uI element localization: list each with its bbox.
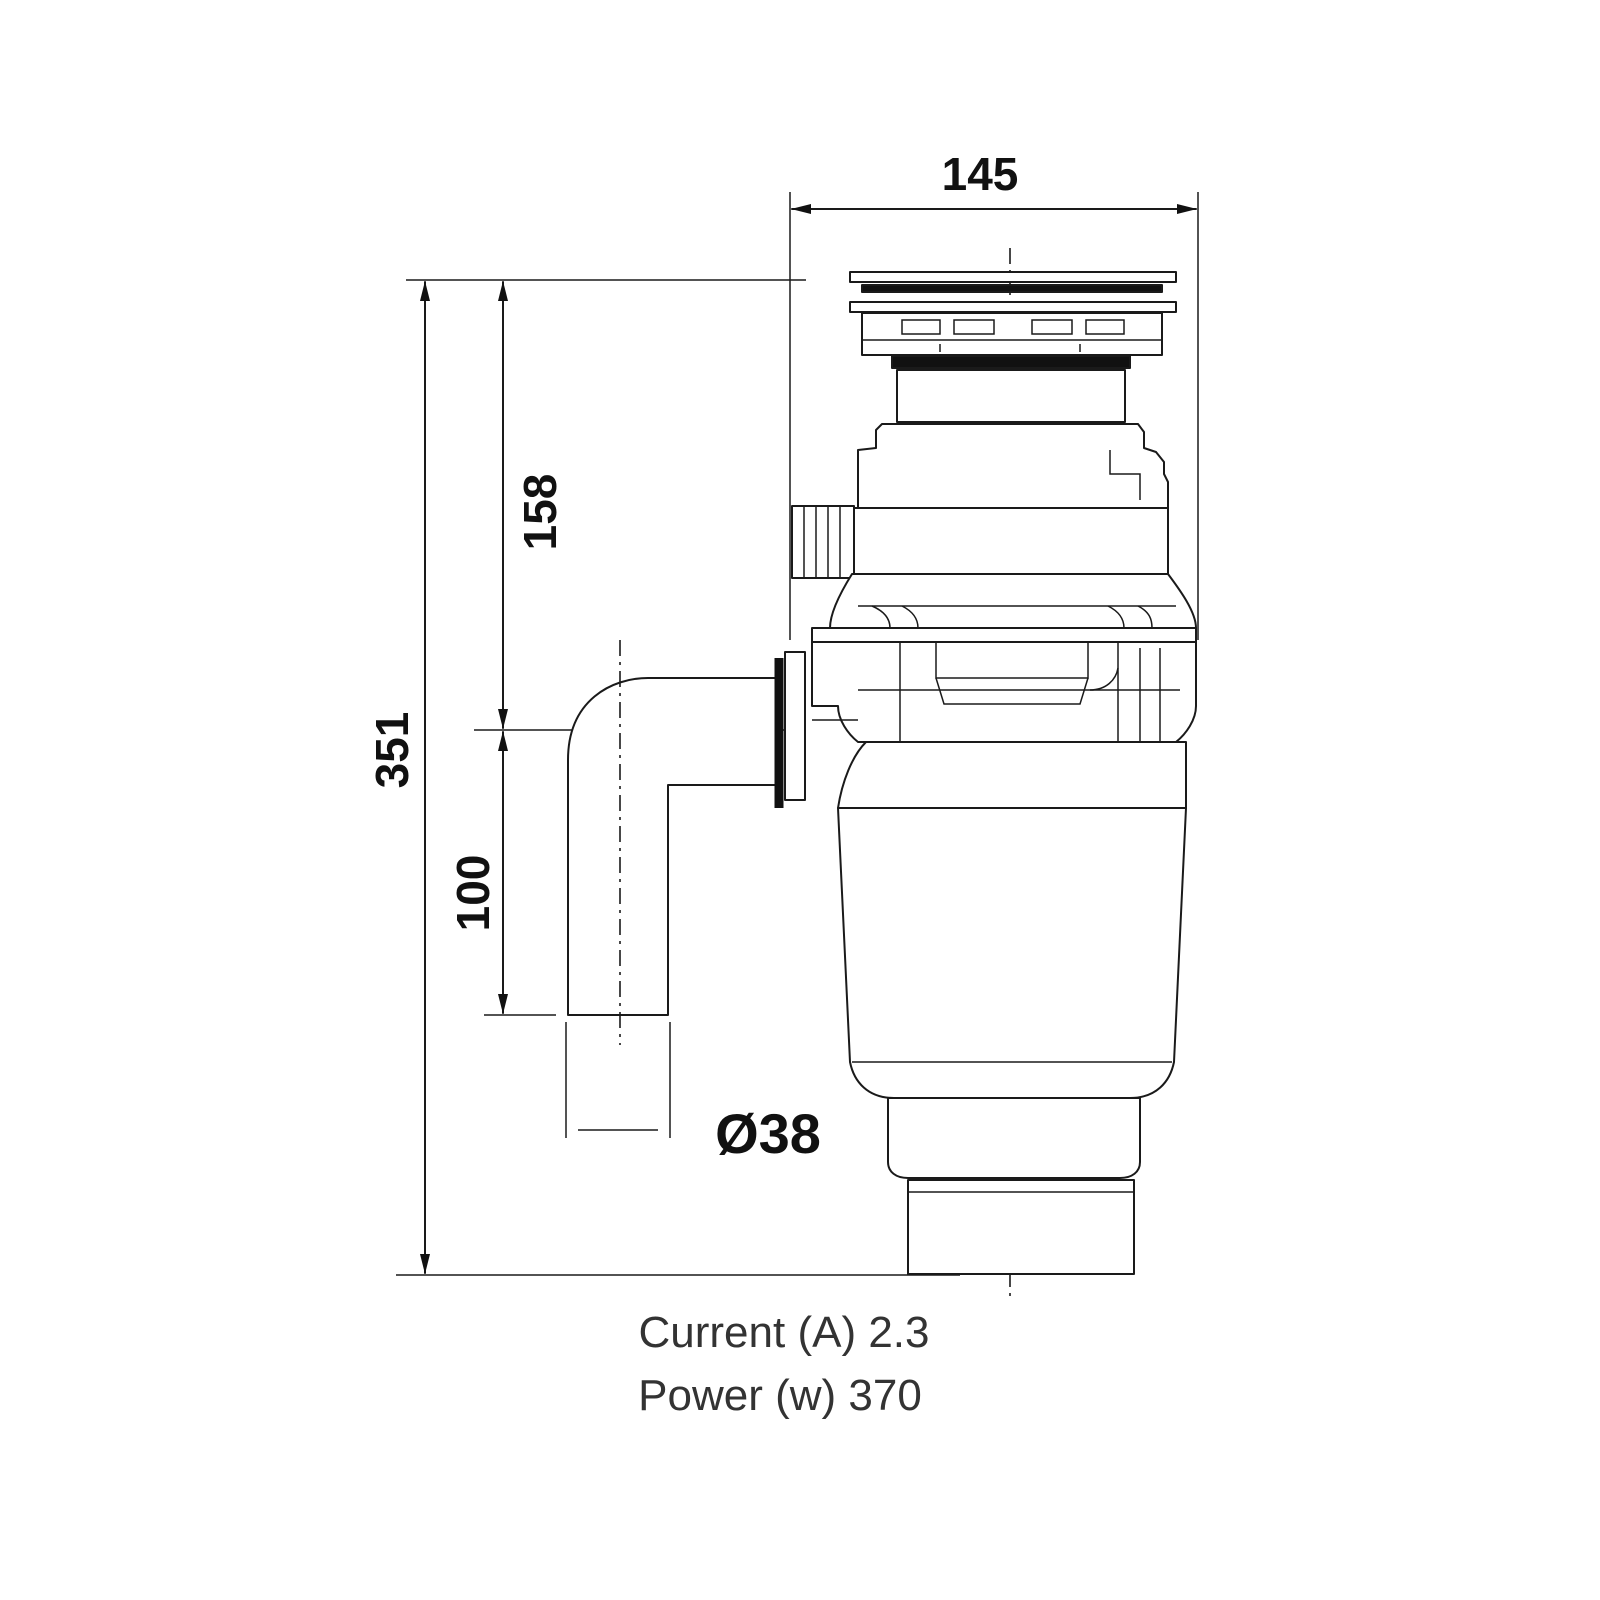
motor-base [887, 1097, 1141, 1275]
power-spec: Power (w) 370 [638, 1371, 922, 1420]
width-label: 145 [942, 148, 1019, 200]
outlet-diameter-label: Ø38 [715, 1102, 821, 1165]
total-height-label: 351 [366, 712, 418, 789]
mounting-ring [811, 627, 1197, 743]
inlet-height-label: 158 [514, 474, 566, 551]
mounting-neck [896, 369, 1126, 423]
outlet-elbow-pipe [565, 640, 806, 1138]
outlet-height-label: 100 [447, 855, 499, 932]
motor-housing [837, 741, 1187, 1099]
current-spec: Current (A) 2.3 [639, 1308, 930, 1357]
sink-flange [849, 271, 1177, 369]
upper-housing [791, 423, 1197, 629]
